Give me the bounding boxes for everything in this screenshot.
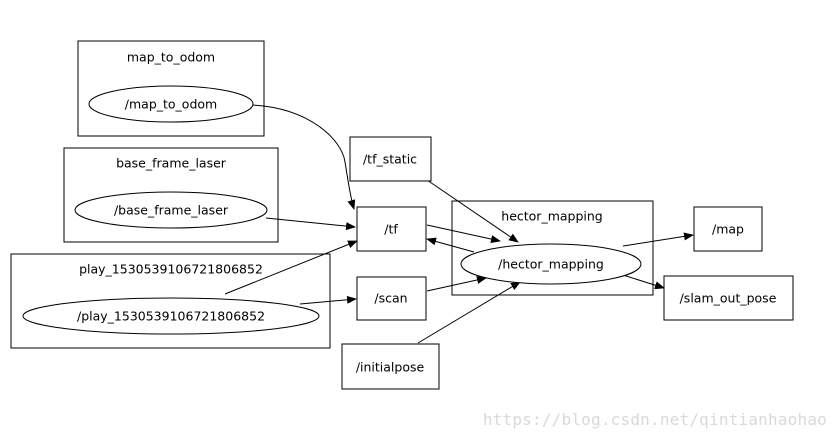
topic-label: /tf_static [363, 152, 417, 167]
cluster-box [63, 147, 279, 243]
cluster-label: map_to_odom [127, 50, 215, 65]
topic-box [663, 275, 794, 321]
node-label: /base_frame_laser [114, 203, 229, 218]
edge-hector-mapping-to-tf [426, 237, 475, 253]
topic-box [356, 276, 427, 321]
topic-scan[interactable]: /scan [356, 276, 427, 321]
node-hector-mapping[interactable]: /hector_mapping [460, 243, 642, 285]
topic-box [356, 206, 427, 252]
edge-hector-mapping-to-slam-out-pose [622, 274, 665, 290]
topic-slam-out-pose[interactable]: /slam_out_pose [663, 275, 794, 321]
edge-base-frame-laser-to-tf [265, 217, 356, 231]
node-base-frame-laser[interactable]: /base_frame_laser [74, 191, 268, 229]
edge-initialpose-to-hector-mapping [417, 281, 521, 344]
topic-map[interactable]: /map [693, 206, 763, 252]
cluster-box [77, 40, 265, 137]
topic-label: /tf [384, 222, 398, 237]
cluster-hector-mapping: hector_mapping [451, 200, 654, 296]
topic-tf-static[interactable]: /tf_static [349, 136, 432, 182]
edge-play-to-scan [299, 295, 357, 305]
topic-tf[interactable]: /tf [356, 206, 427, 252]
node-ellipse [88, 85, 254, 123]
topic-label: /initialpose [356, 360, 425, 375]
topic-initialpose[interactable]: /initialpose [341, 343, 440, 390]
cluster-base-frame-laser: base_frame_laser [63, 147, 279, 243]
topic-box [349, 136, 432, 182]
edge-play-to-tf [224, 240, 358, 295]
cluster-label: base_frame_laser [116, 156, 227, 171]
cluster-box [451, 200, 654, 296]
edge-hector-mapping-to-map [622, 232, 694, 247]
node-label: /map_to_odom [125, 97, 217, 112]
edge-tf-to-hector-mapping [426, 224, 501, 243]
node-ellipse [74, 191, 268, 229]
edge-scan-to-hector-mapping [426, 276, 487, 292]
edge-tf-static-to-hector-mapping [426, 179, 519, 243]
cluster-label: play_1530539106721806852 [79, 262, 263, 277]
topic-box [341, 343, 440, 390]
topic-box [693, 206, 763, 252]
node-ellipse [22, 297, 320, 335]
edges [224, 104, 694, 344]
node-play[interactable]: /play_1530539106721806852 [22, 297, 320, 335]
topic-label: /slam_out_pose [680, 291, 777, 306]
node-ellipse [460, 243, 642, 285]
topic-label: /map [712, 222, 744, 237]
cluster-label: hector_mapping [501, 209, 602, 224]
node-label: /hector_mapping [498, 257, 604, 272]
edge-map-to-odom-to-tf [251, 104, 356, 210]
node-map-to-odom[interactable]: /map_to_odom [88, 85, 254, 123]
cluster-map-to-odom: map_to_odom [77, 40, 265, 137]
node-label: /play_1530539106721806852 [77, 309, 265, 324]
topic-label: /scan [374, 291, 407, 306]
watermark-text: https://blog.csdn.net/qintianhaohao [482, 410, 827, 429]
